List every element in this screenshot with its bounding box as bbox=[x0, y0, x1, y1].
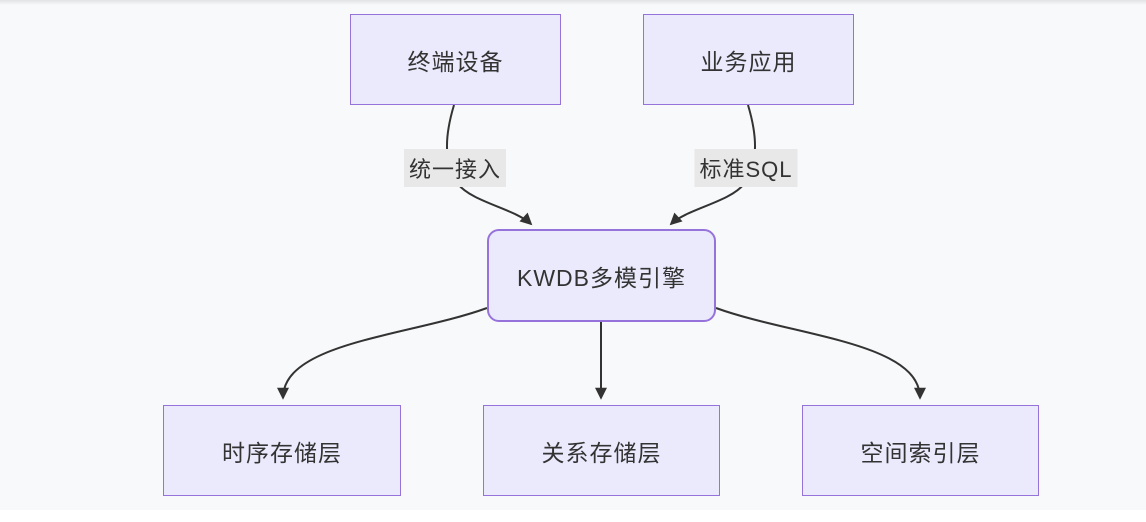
edge-label-unified-access: 统一接入 bbox=[403, 149, 507, 187]
node-terminal-device: 终端设备 bbox=[350, 14, 561, 105]
node-business-app: 业务应用 bbox=[643, 14, 854, 105]
node-timeseries-storage-label: 时序存储层 bbox=[222, 439, 342, 466]
node-terminal-device-label: 终端设备 bbox=[407, 48, 504, 75]
diagram-canvas: 终端设备 业务应用 KWDB多模引擎 时序存储层 关系存储层 空间索引层 统一接… bbox=[0, 0, 1146, 496]
node-spatial-index: 空间索引层 bbox=[802, 405, 1039, 496]
node-kwdb-engine: KWDB多模引擎 bbox=[487, 229, 716, 322]
node-kwdb-engine-label: KWDB多模引擎 bbox=[517, 264, 686, 291]
node-spatial-index-label: 空间索引层 bbox=[860, 439, 981, 466]
node-business-app-label: 业务应用 bbox=[700, 48, 797, 75]
node-timeseries-storage: 时序存储层 bbox=[163, 405, 401, 496]
node-relational-storage-label: 关系存储层 bbox=[541, 439, 662, 466]
node-relational-storage: 关系存储层 bbox=[483, 405, 720, 496]
edge-engine-to-spatial bbox=[715, 307, 926, 400]
edge-engine-to-timeseries bbox=[277, 307, 488, 400]
edge-label-standard-sql: 标准SQL bbox=[694, 149, 798, 187]
